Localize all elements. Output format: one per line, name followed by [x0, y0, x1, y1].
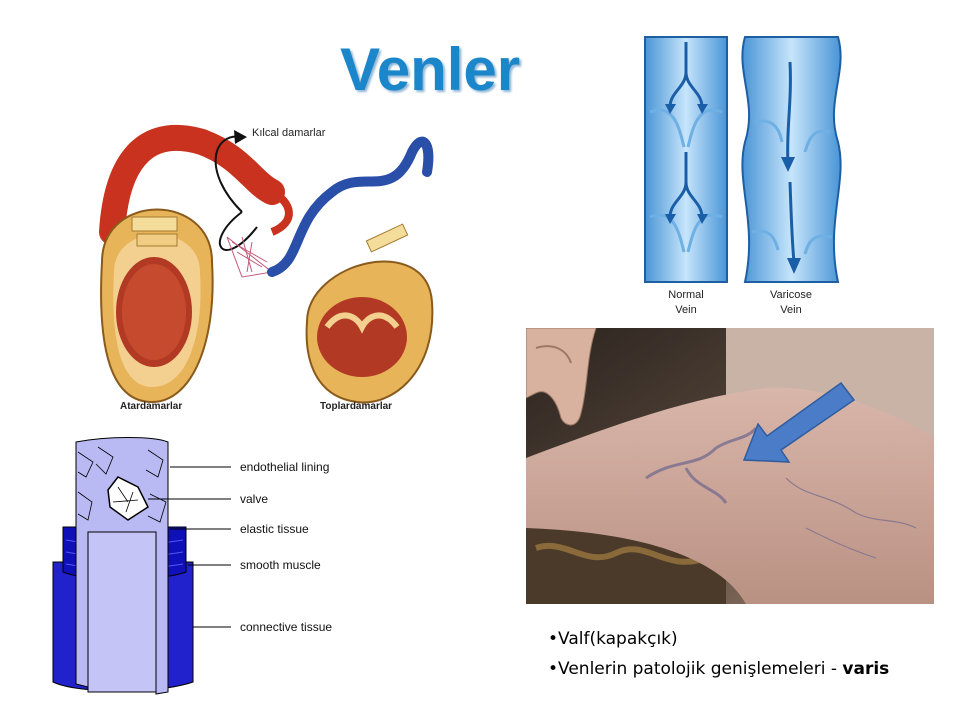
vein-cross-section [305, 223, 434, 404]
label-endothelial-lining: endothelial lining [240, 460, 329, 474]
bullet-list: •Valf(kapakçık) •Venlerin patolojik geni… [548, 624, 948, 684]
bullet-varicose: •Venlerin patolojik genişlemeleri - vari… [548, 659, 890, 679]
artery-cross-section [100, 208, 214, 404]
normal-vein [644, 36, 728, 283]
arrow-down-icon [697, 104, 708, 114]
varicose-vein-label-line1: Varicose [770, 289, 812, 301]
vein-valve-illustration: Normal Vein Varicose Vein [644, 36, 842, 316]
capillary-bed [226, 236, 274, 278]
arrow-down-icon [787, 258, 801, 274]
label-smooth-muscle: smooth muscle [240, 558, 321, 572]
leg-shape [526, 387, 934, 604]
vein-tube [267, 136, 434, 277]
label-connective-tissue: connective tissue [240, 620, 332, 634]
varicose-leg-photo [526, 328, 934, 604]
curve-arrow-icon [234, 130, 247, 144]
arrow-down-icon [665, 214, 676, 224]
vein-wall-diagram: endothelial lining valve elastic tissue … [52, 437, 332, 695]
varicose-vein-label-line2: Vein [780, 304, 801, 316]
arrow-down-icon [781, 157, 795, 172]
varicose-vein [741, 36, 842, 283]
hand-shape [526, 328, 597, 426]
vein-label: Toplardamarlar [320, 401, 392, 412]
bullet-valve: •Valf(kapakçık) [548, 629, 678, 649]
label-elastic-tissue: elastic tissue [240, 522, 309, 536]
bullet-bold-term: varis [842, 659, 890, 679]
label-valve: valve [240, 492, 268, 506]
arrow-down-icon [697, 214, 708, 224]
normal-vein-label-line1: Normal [668, 289, 703, 301]
artery-tube [99, 125, 285, 245]
arrow-down-icon [665, 104, 676, 114]
artery-label: Atardamarlar [120, 401, 182, 412]
capillary-label: Kılcal damarlar [252, 127, 326, 139]
valve-flaps [107, 476, 149, 521]
normal-vein-label-line2: Vein [675, 304, 696, 316]
arrow-pointer-icon [742, 381, 856, 463]
circulation-illustration: Kılcal damarlar Atardamarlar Toplardamar… [99, 125, 434, 412]
slide-title: Venler [340, 36, 521, 103]
varicose-veins [645, 426, 917, 559]
